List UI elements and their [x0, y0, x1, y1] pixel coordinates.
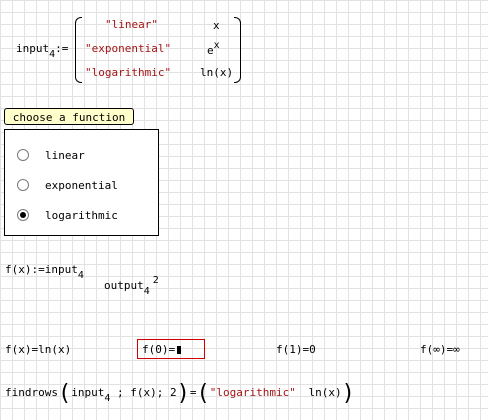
result-close-paren: ) [341, 381, 355, 406]
result-f0[interactable]: f(0)= [142, 343, 182, 356]
findrows-arg1: input [71, 386, 105, 399]
function-definition[interactable]: f(x):=input4 [5, 263, 84, 281]
matrix-definition-lhs[interactable]: input4:= [16, 42, 69, 60]
findrows-arg2: f(x) [130, 386, 157, 399]
input-var: input [44, 263, 78, 276]
radio-label: linear [45, 148, 85, 162]
input-subscript: 4 [49, 49, 56, 60]
radio-button[interactable] [17, 179, 29, 191]
findrows-func: findrows [5, 386, 58, 399]
radio-option-exponential[interactable]: exponential [17, 177, 118, 193]
widget-title-label: choose a function [4, 108, 134, 125]
matrix-left-bracket [75, 17, 82, 83]
input-var: input [16, 42, 50, 55]
separator: ; [117, 386, 124, 399]
output-subscript: 4 [143, 286, 150, 297]
result-label: "logarithmic" [209, 386, 296, 399]
input-subscript: 4 [77, 270, 84, 281]
matrix-cell-expr-3[interactable]: ln(x) [200, 66, 234, 79]
findrows-arg1-sub: 4 [104, 393, 111, 404]
result-f1[interactable]: f(1)=0 [276, 343, 316, 356]
function-lhs: f(x) [5, 263, 32, 276]
findrows-arg3: 2 [170, 386, 177, 399]
equals-sign: = [189, 386, 197, 399]
result-fx[interactable]: f(x)=ln(x) [5, 343, 72, 356]
findrows-expression[interactable]: findrows(input4 ; f(x); 2)=("logarithmic… [5, 381, 355, 406]
exp-base: e [207, 44, 214, 57]
matrix-cell-label-3[interactable]: "logarithmic" [85, 66, 172, 79]
radio-option-linear[interactable]: linear [17, 147, 85, 163]
f0-expression: f(0)= [142, 343, 176, 356]
radio-button-selected[interactable] [17, 209, 29, 221]
radio-option-logarithmic[interactable]: logarithmic [17, 207, 118, 223]
exp-power: x [213, 40, 220, 51]
matrix-right-bracket [234, 17, 241, 83]
radio-button[interactable] [17, 149, 29, 161]
radio-label: exponential [45, 178, 118, 192]
result-expr: ln(x) [308, 386, 342, 399]
matrix-cell-label-1[interactable]: "linear" [105, 18, 158, 31]
assign-operator: := [31, 263, 45, 276]
function-radio-group[interactable]: linear exponential logarithmic [4, 129, 159, 236]
close-paren: ) [176, 381, 190, 406]
matrix-cell-expr-2[interactable]: ex [207, 40, 220, 57]
output-superscript: 2 [152, 275, 159, 286]
matrix-cell-expr-1[interactable]: x [213, 19, 220, 32]
assign-operator: := [55, 42, 69, 55]
radio-label: logarithmic [45, 208, 118, 222]
separator: ; [156, 386, 164, 399]
matrix-cell-label-2[interactable]: "exponential" [85, 42, 172, 55]
result-open-paren: ( [196, 381, 210, 406]
output-expression[interactable]: output42 [104, 275, 159, 297]
open-paren: ( [57, 381, 72, 406]
result-finf[interactable]: f(∞)=∞ [420, 343, 460, 356]
text-cursor [177, 346, 182, 354]
output-var: output [104, 279, 144, 292]
active-evaluation-region[interactable] [137, 339, 205, 359]
